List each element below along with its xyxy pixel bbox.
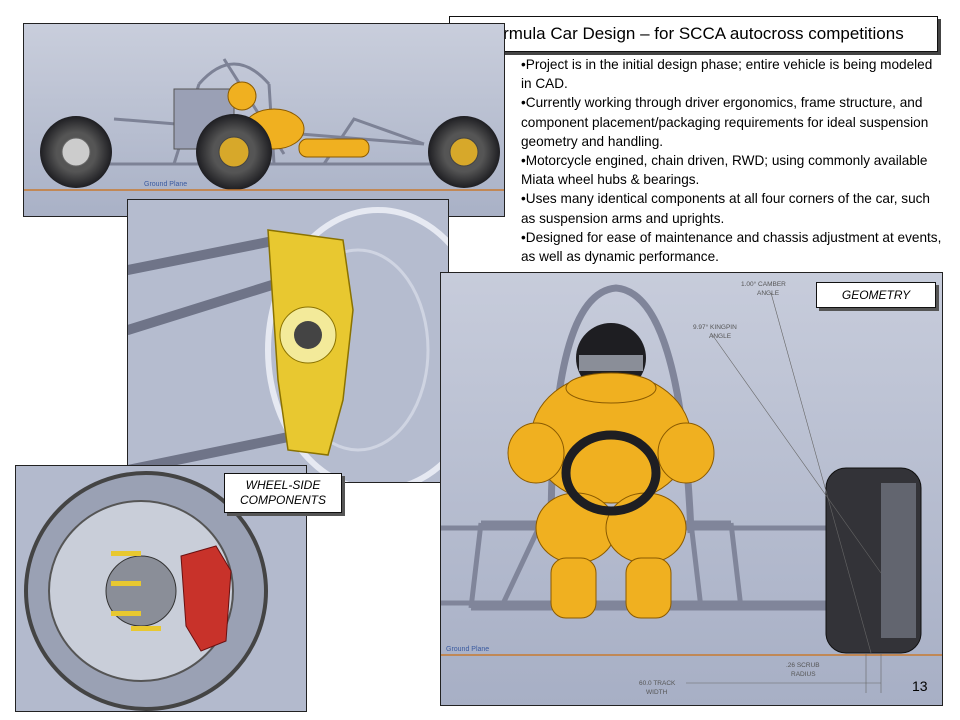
upright-render — [127, 199, 449, 483]
kingpin-label-line1: 9.97° KINGPIN — [693, 323, 737, 331]
wheel-side-label-line1: WHEEL-SIDE — [245, 478, 321, 492]
scrub-label-line1: .26 SCRUB — [786, 662, 820, 669]
bullet-item: •Project is in the initial design phase;… — [521, 57, 933, 92]
bullet-item: •Designed for ease of maintenance and ch… — [521, 229, 942, 265]
camber-label-line2: ANGLE — [757, 290, 780, 297]
bullet-item: •Currently working through driver ergono… — [521, 95, 929, 149]
track-label-line2: WIDTH — [646, 689, 668, 696]
kingpin-label-line2: ANGLE — [709, 333, 732, 340]
wheel-side-label-line2: COMPONENTS — [239, 493, 326, 507]
bullet-list: •Project is in the initial design phase;… — [521, 55, 946, 266]
wheel-side-components-label: WHEEL-SIDE COMPONENTS — [224, 473, 342, 513]
page-number: 13 — [912, 678, 928, 694]
scrub-label-line2: RADIUS — [791, 671, 816, 678]
ground-plane-label: Ground Plane — [144, 181, 187, 188]
ground-plane-label: Ground Plane — [446, 646, 489, 653]
bullet-item: •Uses many identical components at all f… — [521, 191, 930, 226]
slide-title: Formula Car Design – for SCCA autocross … — [449, 16, 938, 52]
side-view-render: Ground Plane — [23, 23, 505, 217]
geometry-label: GEOMETRY — [816, 282, 936, 308]
track-label-line1: 60.0 TRACK — [639, 680, 676, 687]
camber-label-line1: 1.00° CAMBER — [741, 280, 786, 288]
front-view-render: Ground Plane 1.00° CAMBER ANGLE 9.97° KI… — [440, 272, 943, 706]
bullet-item: •Motorcycle engined, chain driven, RWD; … — [521, 153, 928, 188]
